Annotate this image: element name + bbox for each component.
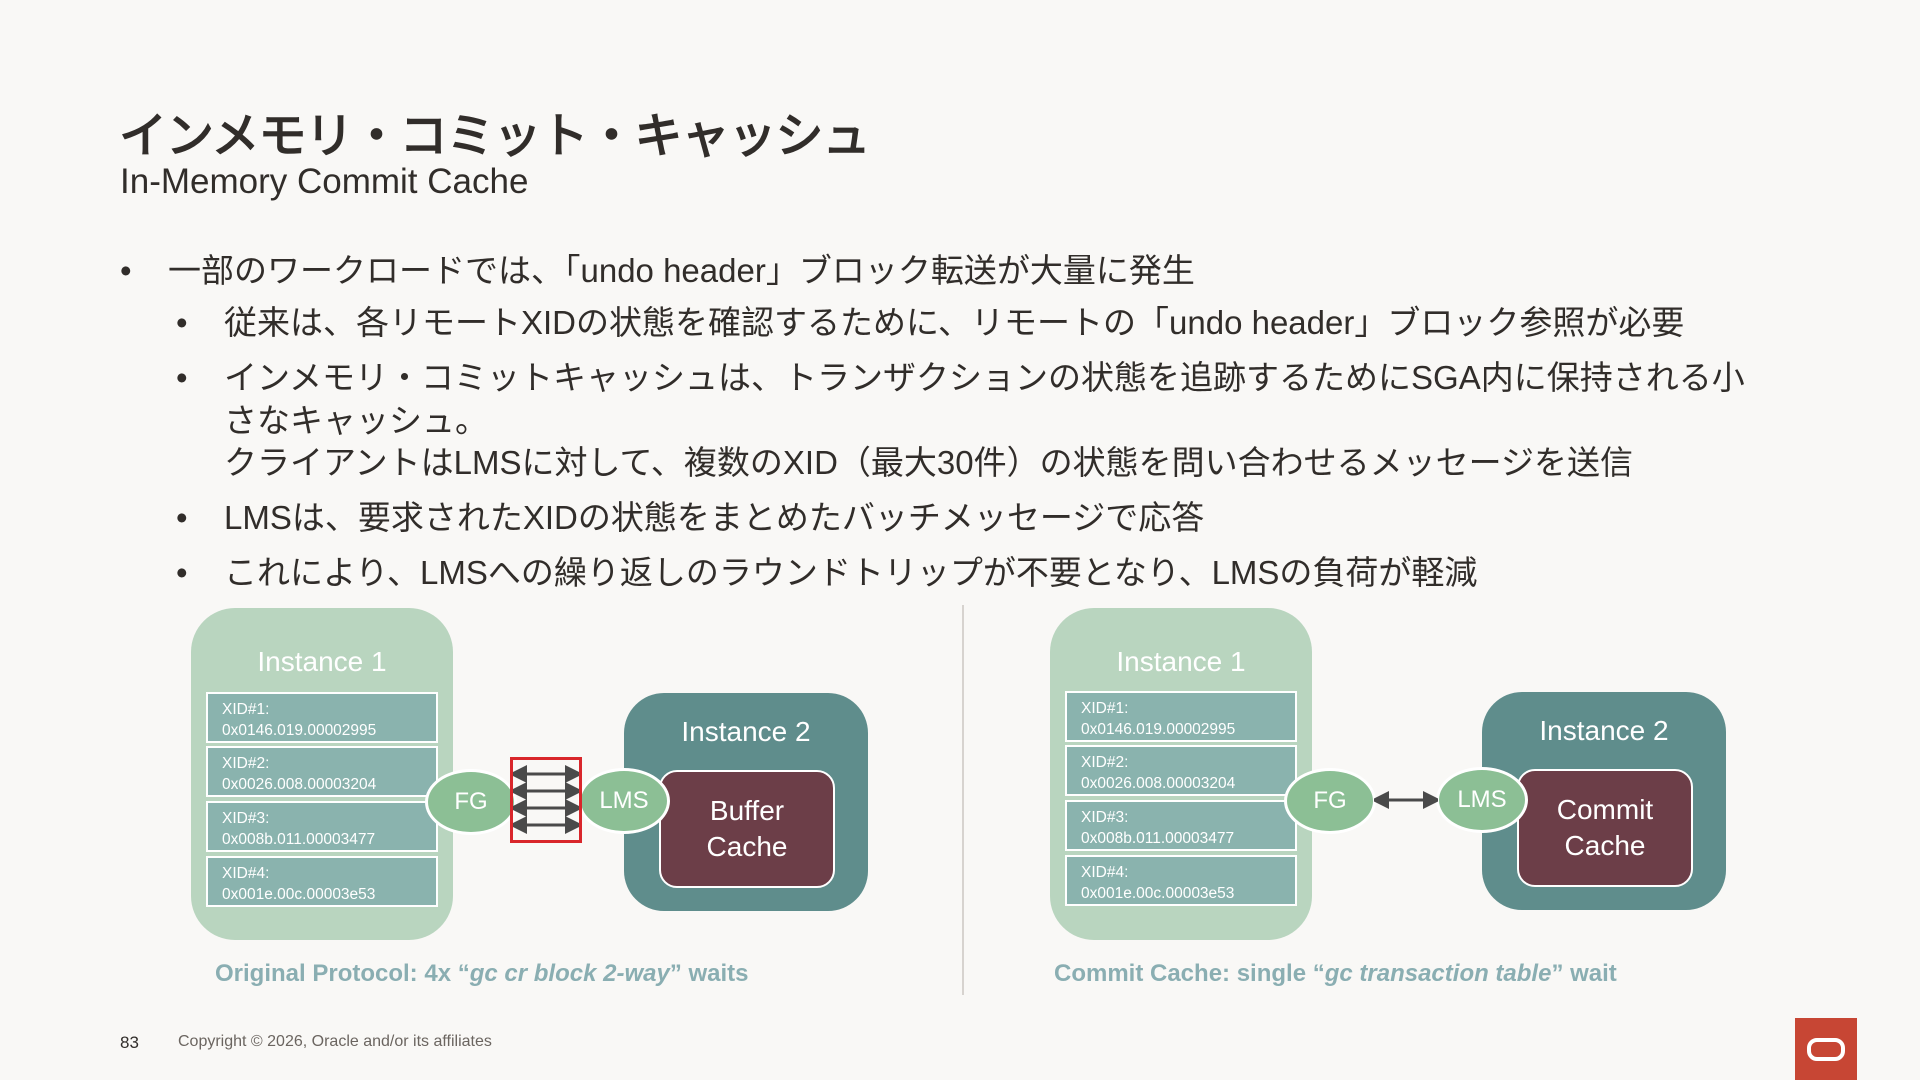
- instance1-box: Instance 1 XID#1: 0x0146.019.00002995 XID…: [1050, 608, 1312, 940]
- xid-value: 0x008b.011.00003477: [1081, 829, 1235, 847]
- xid-value: 0x0026.008.00003204: [222, 775, 377, 793]
- cache-label-line2: Cache: [706, 831, 788, 862]
- lms-node: LMS: [578, 768, 670, 834]
- instance2-label: Instance 2: [681, 716, 811, 747]
- xid-row: XID#1: 0x0146.019.00002995: [1065, 691, 1297, 742]
- instance2-label: Instance 2: [1539, 715, 1669, 746]
- xid-row: XID#2: 0x0026.008.00003204: [1065, 745, 1297, 796]
- bullet-list: • 一部のワークロードでは、「undo header」ブロック転送が大量に発生 …: [120, 250, 1760, 608]
- xid-row: XID#3: 0x008b.011.00003477: [206, 801, 438, 852]
- bullet-sub-text: これにより、LMSへの繰り返しのラウンドトリップが不要となり、LMSの負荷が軽減: [224, 554, 1478, 592]
- xid-row: XID#2: 0x0026.008.00003204: [206, 746, 438, 797]
- bullet-sub-text: クライアントはLMSに対して、複数のXID（最大30件）の状態を問い合わせるメッ…: [224, 443, 1633, 481]
- cache-label-line2: Cache: [1564, 830, 1646, 861]
- xid-label: XID#4:: [222, 865, 270, 882]
- xid-value: 0x0146.019.00002995: [222, 721, 377, 739]
- buffer-cache-box: Buffer Cache: [659, 770, 835, 888]
- bullet-sub-4: • これにより、LMSへの繰り返しのラウンドトリップが不要となり、LMSの負荷が…: [120, 552, 1760, 594]
- round-trip-arrows-icon: [510, 765, 582, 834]
- fg-node: FG: [425, 769, 517, 835]
- instance1-label: Instance 1: [1116, 646, 1246, 677]
- bullet-sub-3: • LMSは、要求されたXIDの状態をまとめたバッチメッセージで応答: [120, 497, 1760, 539]
- bullet-sub-1: • 従来は、各リモートXIDの状態を確認するために、リモートの「undo hea…: [120, 302, 1760, 344]
- page-number: 83: [120, 1033, 139, 1052]
- fg-node: FG: [1284, 768, 1376, 834]
- bullet-dot: •: [120, 252, 132, 289]
- commit-cache-box: Commit Cache: [1517, 769, 1693, 887]
- bullet-main: • 一部のワークロードでは、「undo header」ブロック転送が大量に発生: [120, 250, 1760, 292]
- caption-commit-cache: Commit Cache: single “gc transaction tab…: [1054, 960, 1617, 987]
- xid-row: XID#4: 0x001e.00c.00003e53: [206, 856, 438, 907]
- caption-original: Original Protocol: 4x “gc cr block 2-way…: [215, 960, 749, 987]
- xid-label: XID#1:: [1081, 700, 1129, 717]
- xid-row: XID#3: 0x008b.011.00003477: [1065, 800, 1297, 851]
- xid-value: 0x001e.00c.00003e53: [1081, 884, 1235, 902]
- bullet-dot: •: [176, 359, 188, 397]
- page-subtitle: In-Memory Commit Cache: [120, 162, 529, 201]
- bullet-dot: •: [176, 554, 188, 592]
- xid-value: 0x008b.011.00003477: [222, 830, 376, 848]
- copyright-text: Copyright © 2026, Oracle and/or its affi…: [178, 1033, 492, 1050]
- bullet-dot: •: [176, 499, 188, 537]
- oracle-logo-icon: [1795, 1018, 1857, 1080]
- single-round-trip-arrow-icon: [1374, 791, 1438, 809]
- xid-label: XID#3:: [222, 810, 270, 827]
- xid-value: 0x001e.00c.00003e53: [222, 885, 376, 903]
- cache-label-line1: Commit: [1556, 793, 1654, 825]
- xid-label: XID#2:: [222, 755, 270, 772]
- xid-label: XID#4:: [1081, 864, 1129, 881]
- divider-line: [962, 605, 964, 995]
- page-title: インメモリ・コミット・キャッシュ: [119, 110, 871, 163]
- xid-value: 0x0026.008.00003204: [1081, 774, 1236, 792]
- xid-label: XID#1:: [222, 701, 270, 718]
- highlight-box: [510, 757, 582, 843]
- instance1-box: Instance 1 XID#1: 0x0146.019.00002995 XID…: [191, 608, 453, 940]
- bullet-sub-text: 従来は、各リモートXIDの状態を確認するために、リモートの「undo heade…: [224, 304, 1685, 342]
- lms-node: LMS: [1436, 767, 1528, 833]
- xid-row: XID#1: 0x0146.019.00002995: [206, 692, 438, 743]
- bullet-dot: •: [176, 304, 188, 342]
- bullet-sub-2: • インメモリ・コミットキャッシュは、トランザクションの状態を追跡するためにSG…: [120, 357, 1760, 484]
- xid-label: XID#2:: [1081, 754, 1129, 771]
- xid-row: XID#4: 0x001e.00c.00003e53: [1065, 855, 1297, 906]
- bullet-sub-text: インメモリ・コミットキャッシュは、トランザクションの状態を追跡するためにSGA内…: [224, 359, 1745, 439]
- bullet-main-text: 一部のワークロードでは、「undo header」ブロック転送が大量に発生: [168, 252, 1195, 289]
- instance1-label: Instance 1: [257, 646, 387, 677]
- bullet-sub-text: LMSは、要求されたXIDの状態をまとめたバッチメッセージで応答: [224, 499, 1205, 537]
- cache-label-line1: Buffer: [709, 794, 785, 826]
- xid-value: 0x0146.019.00002995: [1081, 720, 1236, 738]
- xid-label: XID#3:: [1081, 809, 1129, 826]
